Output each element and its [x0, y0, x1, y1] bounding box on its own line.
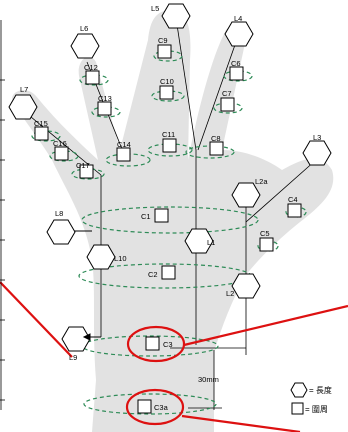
label-l7: L7: [20, 85, 28, 94]
hexagon-l7: [8, 94, 38, 120]
square-c15: [34, 126, 49, 141]
ring-c9: [153, 50, 183, 62]
dimension-label: 30mm: [198, 375, 219, 384]
ring-c3a: [83, 393, 217, 415]
square-c16: [54, 146, 69, 161]
ring-c3: [81, 335, 219, 357]
label-c10: C10: [160, 77, 174, 86]
circumference-squares: [34, 44, 304, 415]
label-c16: C16: [53, 139, 67, 148]
label-c6: C6: [231, 59, 241, 68]
label-l2: L2: [226, 289, 234, 298]
square-c11: [162, 138, 177, 153]
square-c2: [161, 265, 176, 280]
red-pointer-right-lower: [181, 414, 301, 432]
square-c3: [145, 336, 160, 351]
label-l6: L6: [80, 24, 88, 33]
hexagon-l3: [302, 140, 332, 166]
label-l9: L9: [69, 353, 77, 362]
red-pointer-right-upper: [183, 304, 348, 347]
length-hexagons: [8, 3, 332, 398]
hexagon-l6: [70, 33, 100, 59]
label-l4: L4: [234, 14, 242, 23]
square-c10: [159, 85, 174, 100]
square-c13: [97, 101, 112, 116]
ring-c12: [79, 74, 109, 86]
hexagon-l2a: [231, 182, 261, 208]
legend-hexagon-icon: [290, 382, 308, 398]
label-c3a: C3a: [154, 403, 169, 412]
label-c8: C8: [211, 134, 221, 143]
arrows: [74, 230, 101, 341]
ring-c7: [213, 102, 243, 114]
hexagon-l1: [184, 228, 214, 254]
hexagon-l9: [61, 326, 91, 352]
ring-c16: [49, 150, 79, 162]
square-c9: [157, 44, 172, 59]
square-c1: [154, 208, 169, 223]
label-l5: L5: [151, 4, 159, 13]
label-c15: C15: [34, 119, 48, 128]
red-circle-c3a: [125, 388, 185, 426]
square-c4: [287, 203, 302, 218]
label-l3: L3: [313, 133, 321, 142]
label-c2: C2: [148, 270, 158, 279]
label-c1: C1: [141, 212, 151, 221]
hexagon-l5: [161, 3, 191, 29]
legend-square-icon: [291, 402, 304, 415]
square-c12: [85, 70, 100, 85]
left-ruler: [0, 20, 5, 410]
square-c3a: [137, 399, 152, 414]
label-c4: C4: [288, 195, 298, 204]
label-l1: L1: [207, 238, 215, 247]
label-c7: C7: [222, 89, 232, 98]
square-c17: [79, 164, 94, 179]
label-l10: L10: [114, 254, 127, 263]
red-pointer-left: [0, 281, 73, 358]
ring-c8: [185, 145, 235, 159]
label-c9: C9: [158, 36, 168, 45]
ring-c1: [81, 206, 259, 234]
ring-c13: [91, 106, 121, 118]
label-c11: C11: [162, 130, 175, 139]
label-c5: C5: [260, 229, 270, 238]
label-c12: C12: [84, 63, 98, 72]
legend-length-label: = 長度: [309, 385, 332, 395]
label-c13: C13: [98, 94, 112, 103]
square-c6: [229, 66, 244, 81]
square-c5: [259, 237, 274, 252]
label-l2a: L2a: [255, 177, 268, 186]
square-c8: [209, 141, 224, 156]
label-c17: C17: [76, 161, 90, 170]
label-c3: C3: [163, 340, 173, 349]
hand-silhouette: [12, 10, 334, 432]
hexagon-l2: [231, 273, 261, 299]
legend-circumference-label: = 圍周: [305, 405, 328, 414]
hexagon-l4: [224, 21, 254, 47]
ring-c15: [31, 130, 61, 142]
square-c7: [220, 97, 235, 112]
label-c14: C14: [117, 140, 131, 149]
hexagon-l10: [86, 244, 116, 270]
square-c14: [116, 147, 131, 162]
ring-c6: [223, 70, 253, 82]
labels: L5 L4 L6 L7 L3 L2a L1 L8 L10 L2 L9 C9 C6…: [20, 4, 332, 414]
red-highlights: [0, 281, 348, 432]
label-l8: L8: [55, 209, 63, 218]
hexagon-l8: [46, 219, 76, 245]
